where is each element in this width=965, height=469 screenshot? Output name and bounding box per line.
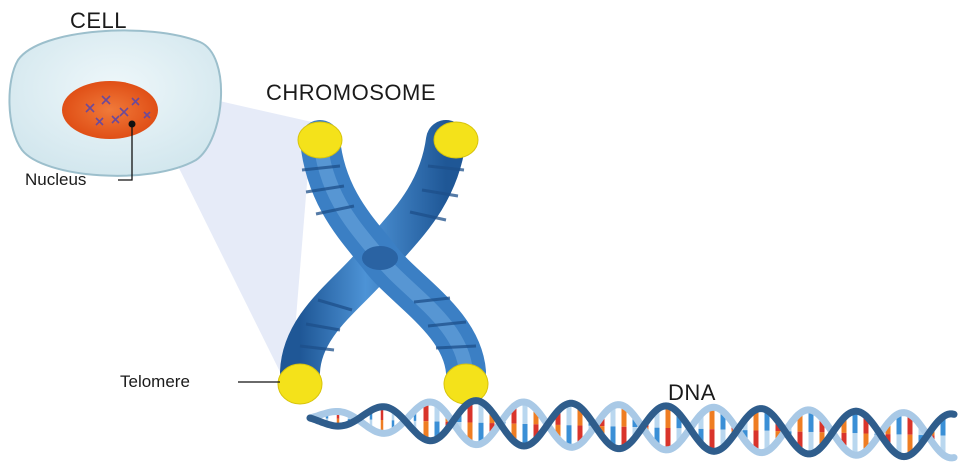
nucleus-label: Nucleus <box>25 170 86 190</box>
telomere-top-right <box>434 122 478 158</box>
telomere-label: Telomere <box>120 372 190 392</box>
cell-illustration <box>9 30 221 180</box>
cell-label: CELL <box>70 8 127 34</box>
nucleus-shape <box>62 81 158 139</box>
telomere-top-left <box>298 122 342 158</box>
centromere <box>362 246 398 270</box>
chromosome-label: CHROMOSOME <box>266 80 436 106</box>
dna-helix-illustration <box>310 401 954 458</box>
telomere-bottom-left <box>278 364 322 404</box>
dna-label: DNA <box>668 380 716 406</box>
telomere-bottom-right <box>444 364 488 404</box>
